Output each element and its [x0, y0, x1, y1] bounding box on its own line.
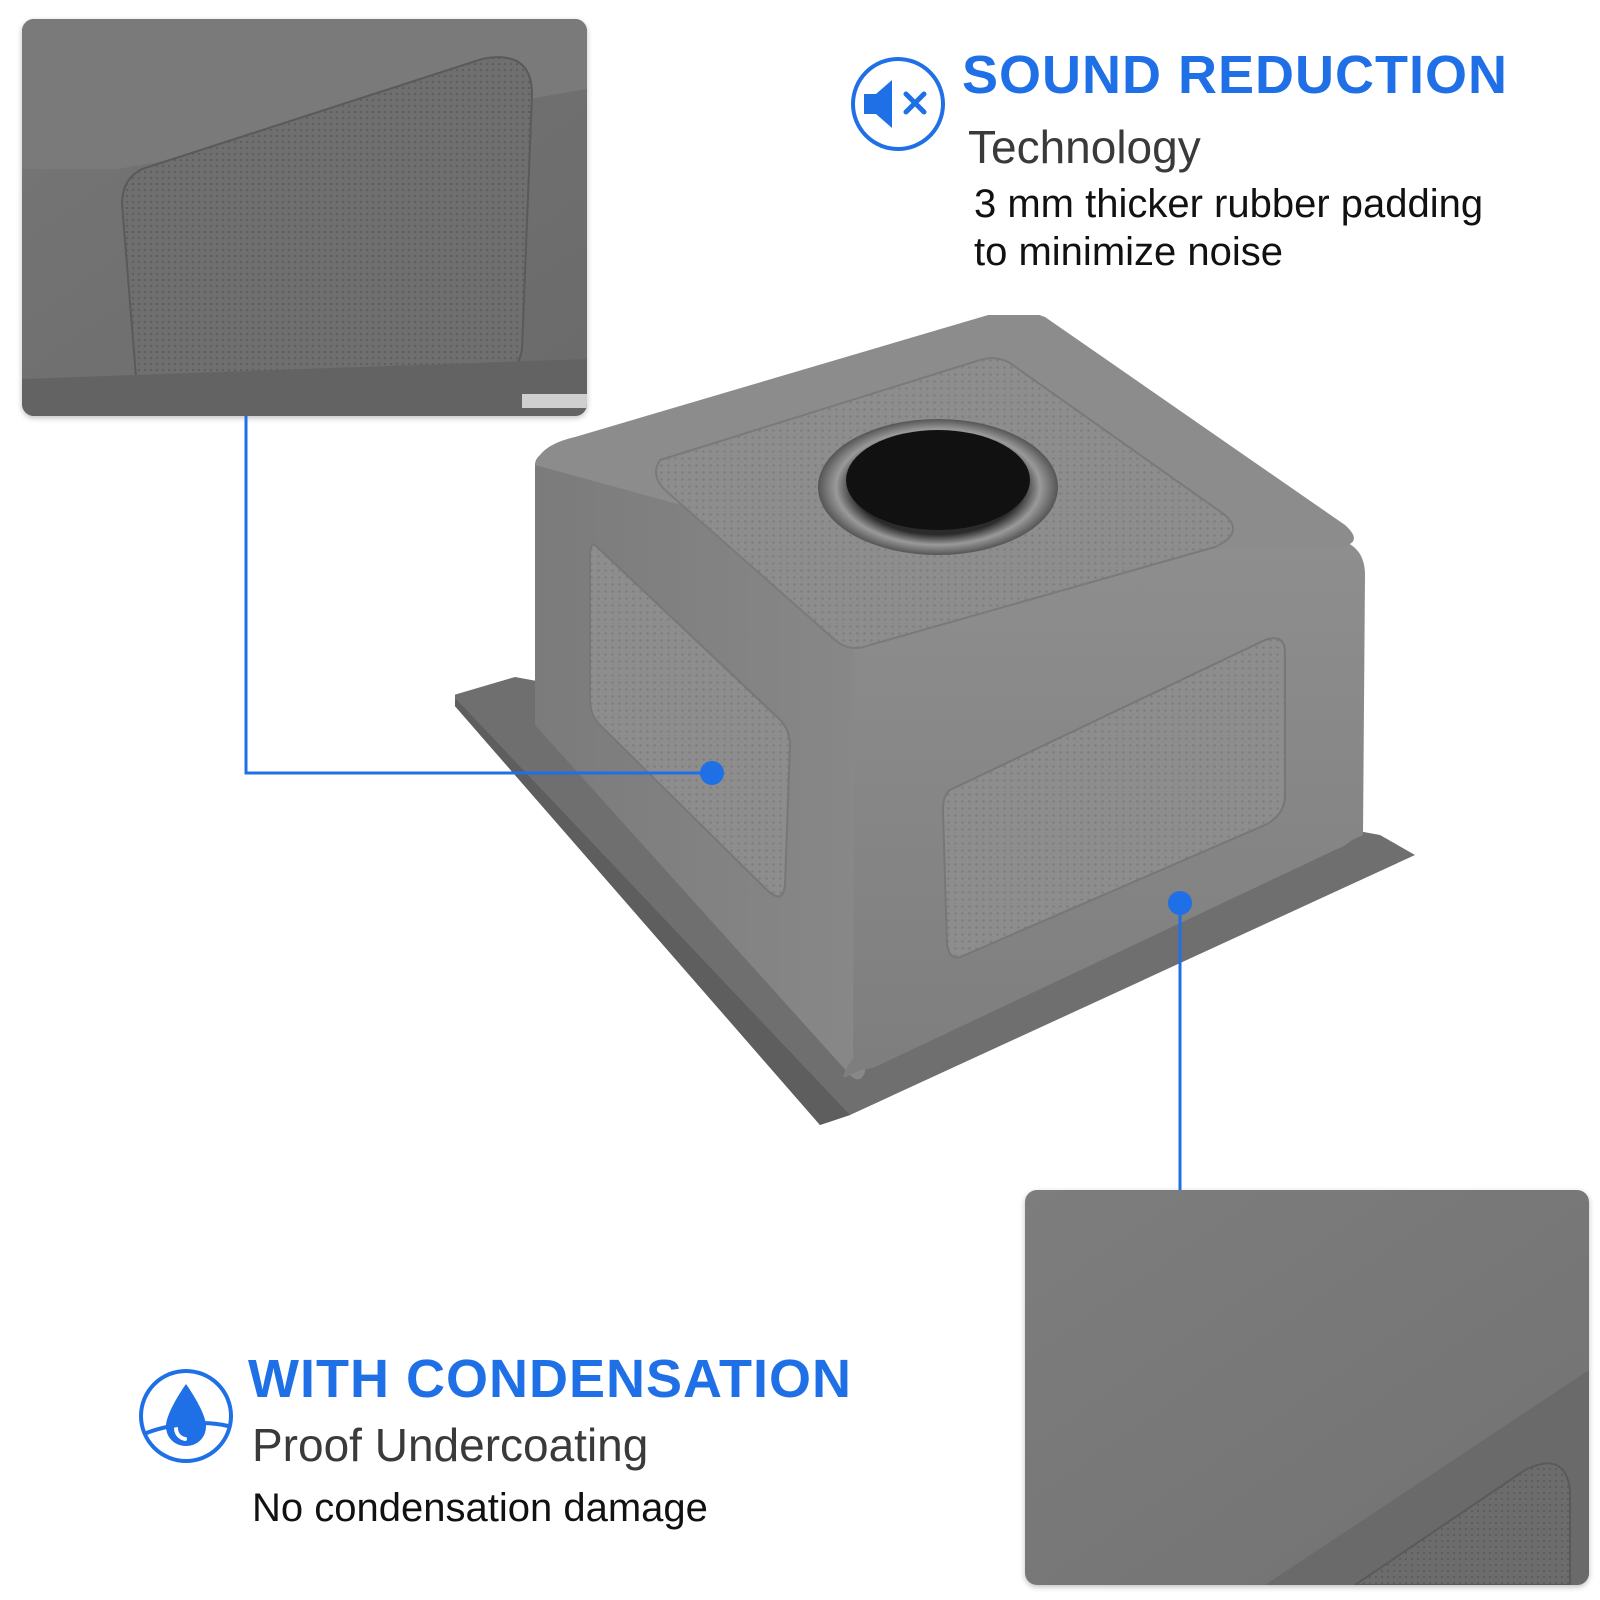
water-drop-icon — [138, 1368, 234, 1469]
sink-underside-image — [447, 310, 1455, 1175]
undercoating-closeup-image — [1025, 1190, 1589, 1585]
sound-reduction-desc-line2: to minimize noise — [974, 230, 1284, 274]
sound-reduction-title: SOUND REDUCTION — [962, 45, 1509, 105]
condensation-feature: WITH CONDENSATION Proof Undercoating No … — [138, 1348, 878, 1548]
sound-reduction-feature: SOUND REDUCTION Technology 3 mm thicker … — [850, 40, 1590, 290]
condensation-description: No condensation damage — [252, 1486, 708, 1530]
muted-speaker-icon — [850, 56, 946, 157]
sound-reduction-subtitle: Technology — [968, 121, 1201, 173]
rubber-padding-closeup-image — [22, 19, 587, 416]
sound-reduction-desc-line1: 3 mm thicker rubber padding — [974, 182, 1484, 226]
condensation-subtitle: Proof Undercoating — [252, 1419, 649, 1471]
condensation-title: WITH CONDENSATION — [248, 1349, 852, 1409]
sound-reduction-description: 3 mm thicker rubber padding to minimize … — [974, 180, 1483, 276]
